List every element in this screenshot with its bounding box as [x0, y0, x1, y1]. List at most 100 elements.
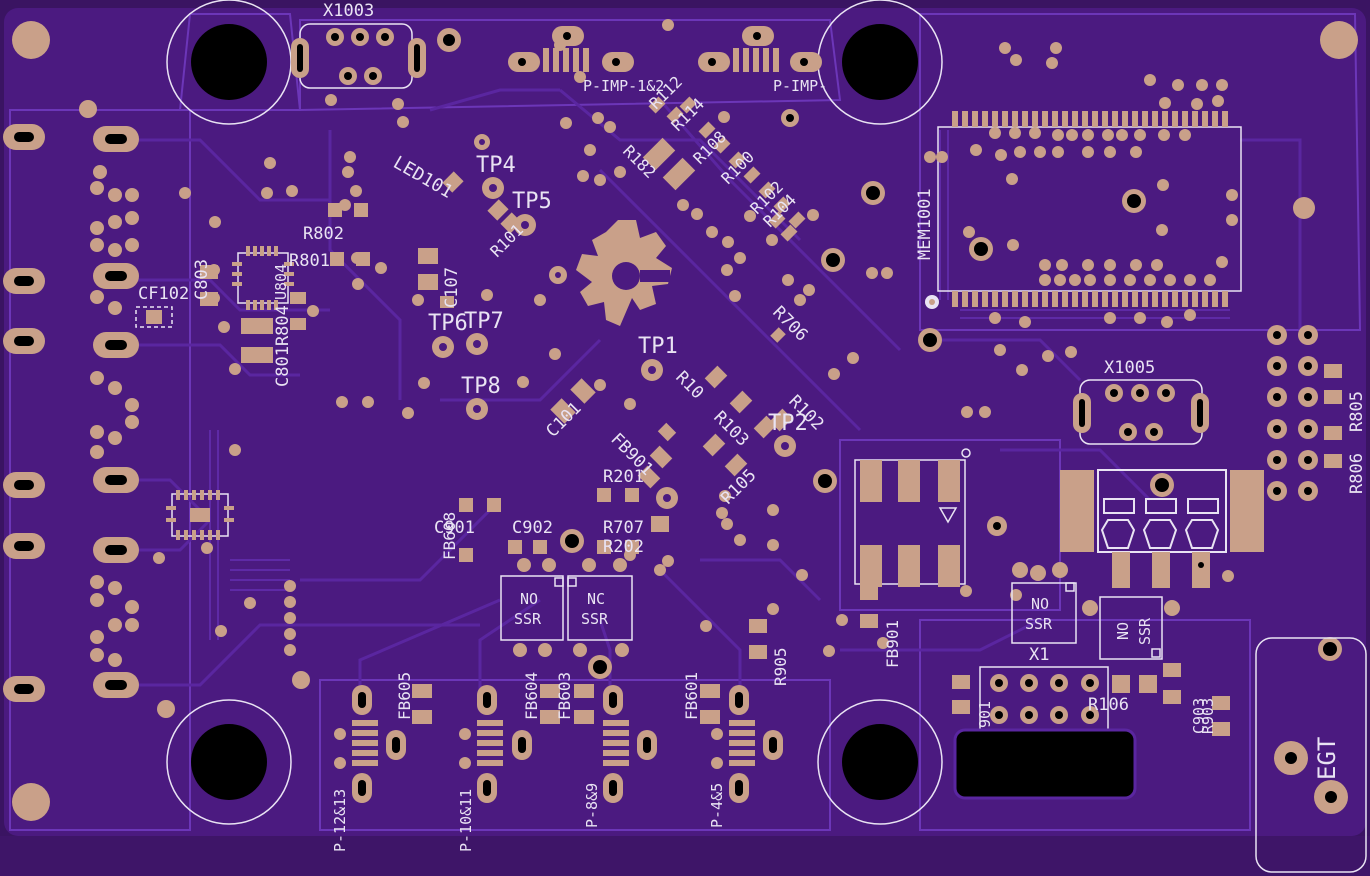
label-tp5: TP5	[512, 189, 552, 214]
connector-p8-9: P-8&9 FB603	[555, 672, 657, 828]
label-p10-11: P-10&11	[457, 789, 475, 852]
label-r905: R905	[771, 647, 790, 686]
label-fb601: FB601	[682, 672, 701, 720]
label-x1: X1	[1029, 645, 1049, 665]
connector-p4-5: P-4&5 FB601	[682, 672, 783, 828]
label-mem1001: MEM1001	[915, 188, 935, 260]
through-vias	[437, 28, 1342, 679]
edge-pad	[3, 124, 45, 150]
label-cf102: CF102	[138, 284, 189, 304]
label-c901: C901	[434, 518, 475, 538]
ic-u804	[232, 246, 294, 310]
label-x1005: X1005	[1104, 358, 1155, 378]
edge-pad	[93, 537, 139, 563]
label-r806: R806	[1347, 453, 1367, 494]
label-r707: R707	[603, 518, 644, 538]
edge-pad	[3, 328, 45, 354]
label-tp6: TP6	[428, 311, 468, 336]
label-r802: R802	[303, 224, 344, 244]
ssr-no-1: NO SSR	[500, 575, 564, 641]
label-fb608: FB608	[440, 512, 459, 560]
label-fb605: FB605	[395, 672, 414, 720]
label-r106: R106	[1088, 695, 1129, 715]
connector-egt: EGT	[1255, 637, 1367, 873]
mounting-holes	[166, 0, 943, 825]
connector-x1003: X1003	[291, 1, 426, 89]
left-edge-pads	[3, 124, 139, 702]
label-p12-13: P-12&13	[331, 789, 349, 852]
label-fb901: FB901	[883, 620, 902, 668]
edge-pad	[3, 533, 45, 559]
mounting-hole-bottom-right	[817, 699, 943, 825]
label-tp4: TP4	[476, 153, 516, 178]
right-header: R805 R806	[1267, 325, 1367, 501]
ssr-no-3: NO SSR	[1099, 596, 1163, 660]
connector-x1: X1 R106 901 C903 R903	[952, 645, 1230, 800]
label-c803: C803	[192, 259, 212, 300]
label-tp2: TP2	[768, 411, 808, 436]
label-no-ssr-1-top: NO	[520, 590, 538, 608]
relay-footprint: FB901	[854, 448, 971, 668]
label-x1003: X1003	[323, 1, 374, 21]
label-r801: R801	[289, 251, 330, 271]
label-p-imp-2: P-IMP-	[773, 77, 827, 95]
connector-p10-11: P-10&11 FB604	[457, 672, 560, 852]
label-nc-ssr-top: NC	[587, 590, 605, 608]
label-c107: C107	[442, 267, 462, 308]
slot-cutout	[953, 728, 1137, 800]
traces	[120, 88, 1302, 700]
label-r903: R903	[1199, 698, 1217, 734]
label-no-ssr-2-bottom: SSR	[1025, 615, 1053, 633]
label-fb604: FB604	[522, 672, 541, 720]
label-r201: R201	[603, 467, 644, 487]
memory-mem1001: MEM1001	[915, 42, 1242, 328]
edge-pad	[3, 472, 45, 498]
connector-p12-13: P-12&13 FB605	[331, 672, 432, 852]
label-tp1: TP1	[638, 334, 678, 359]
edge-pad	[3, 676, 45, 702]
edge-pad	[93, 467, 139, 493]
edge-pad	[93, 126, 139, 152]
part-cf102: CF102	[135, 284, 189, 328]
label-c903: C903	[1190, 698, 1208, 734]
label-no-ssr-1-bottom: SSR	[514, 610, 542, 628]
label-r805: R805	[1347, 391, 1367, 432]
label-egt: EGT	[1313, 737, 1341, 780]
connector-p-imp-1: P-IMP-1&2	[508, 26, 664, 95]
label-901: 901	[976, 701, 994, 728]
label-c902: C902	[512, 518, 553, 538]
label-no-ssr-3-bottom: SSR	[1136, 617, 1154, 645]
ic-left	[166, 490, 234, 540]
label-p4-5: P-4&5	[708, 783, 726, 828]
bottom-edge	[0, 836, 1370, 876]
edge-pad	[93, 672, 139, 698]
gear-logo-icon	[576, 220, 672, 326]
smd-parts-center	[200, 171, 878, 659]
vias	[79, 19, 1234, 718]
resistor-array-top	[642, 96, 806, 242]
fiducials	[12, 21, 1358, 821]
label-nc-ssr-bottom: SSR	[581, 610, 609, 628]
board-copper-pour	[4, 8, 1366, 836]
connector-p-imp-2: P-IMP-	[698, 26, 827, 95]
label-p8-9: P-8&9	[583, 783, 601, 828]
mounting-hole-bottom-left	[166, 699, 292, 825]
label-tp8: TP8	[461, 374, 501, 399]
label-c801r804: C801R804	[273, 305, 293, 387]
label-fb603: FB603	[555, 672, 574, 720]
edge-pad	[93, 332, 139, 358]
ssr-no-2: NO SSR	[1011, 582, 1077, 644]
ssr-nc: NC SSR	[513, 558, 633, 657]
label-tp7: TP7	[464, 309, 504, 334]
label-no-ssr-2-top: NO	[1031, 595, 1049, 613]
label-p-imp-1: P-IMP-1&2	[583, 77, 664, 95]
label-r202: R202	[603, 537, 644, 557]
label-u804: U804	[272, 264, 290, 300]
label-no-ssr-3-top: NO	[1114, 622, 1132, 640]
edge-pad	[3, 268, 45, 294]
terminal-block	[1060, 469, 1264, 588]
test-points	[432, 134, 796, 509]
edge-pad	[93, 263, 139, 289]
connector-x1005: X1005	[1073, 358, 1209, 445]
